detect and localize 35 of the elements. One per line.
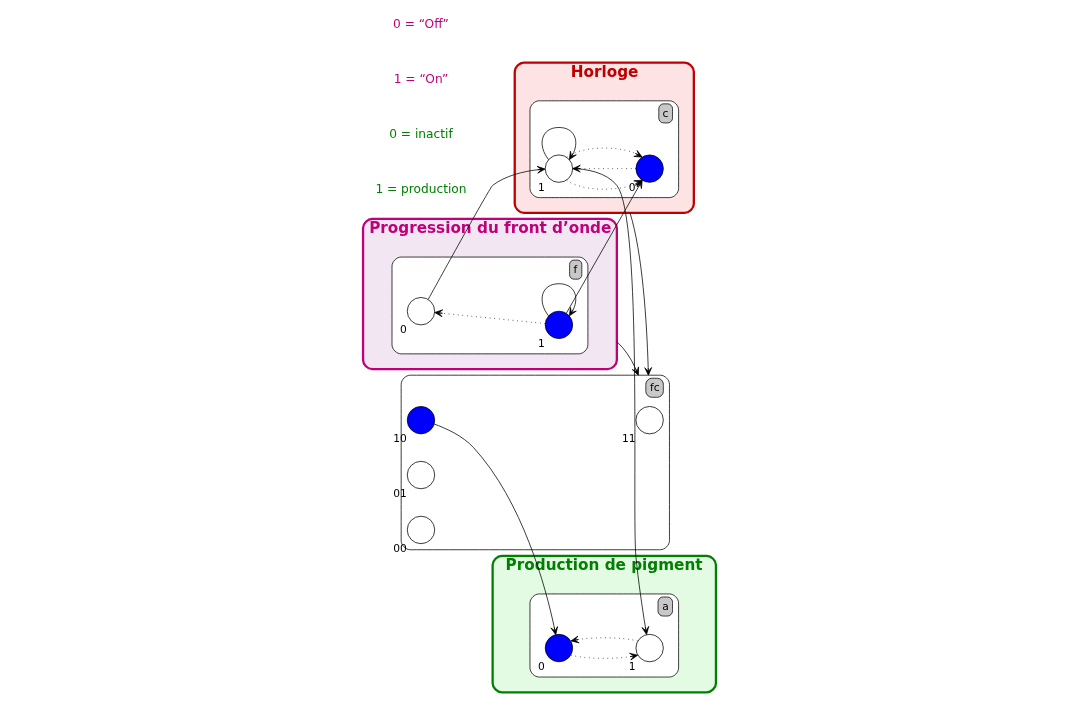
node-circle	[544, 633, 573, 663]
arrow	[570, 635, 638, 644]
arrow	[629, 212, 652, 376]
arrow	[616, 341, 639, 376]
node-label: 0	[399, 323, 407, 337]
label: 0 = “Off”	[392, 17, 449, 32]
node-circle	[635, 406, 664, 435]
arrow	[433, 309, 545, 324]
node-circle	[406, 406, 435, 435]
node-label: 1	[537, 337, 545, 351]
arrow	[427, 165, 545, 300]
arrow	[433, 423, 558, 636]
arrow	[570, 652, 638, 661]
node-circle	[406, 460, 435, 490]
node-circle	[544, 154, 573, 183]
node-circle	[635, 154, 664, 183]
node-label: 11	[621, 432, 635, 446]
arrow	[571, 164, 636, 173]
node-circle	[635, 633, 664, 663]
node-label: 10	[392, 432, 407, 446]
node-label: 0	[537, 660, 545, 674]
node-label: 0	[628, 180, 635, 194]
node-circle	[406, 297, 435, 326]
arrow	[541, 283, 577, 317]
node-circle	[544, 310, 573, 339]
node-label: 00	[392, 542, 407, 556]
arrow	[541, 127, 577, 160]
label: 1 = production	[374, 181, 467, 196]
node-label: 01	[392, 487, 407, 501]
node-label: 1	[628, 660, 635, 674]
node-label: 1	[537, 180, 545, 194]
label: 1 = “On”	[393, 72, 448, 87]
node-circle	[406, 515, 435, 545]
arrow	[565, 147, 643, 158]
label: 0 = inactif	[388, 127, 453, 141]
